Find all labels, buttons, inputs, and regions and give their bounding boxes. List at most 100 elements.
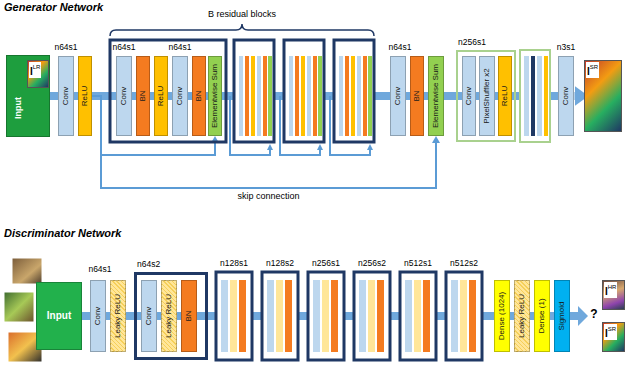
layer-stripe: [263, 56, 267, 136]
layer-stripe: [368, 280, 375, 352]
layer-stripe: [267, 280, 274, 352]
layer-stripe: [359, 280, 366, 352]
network-title: Generator Network: [4, 2, 103, 13]
layer-spec: n3s1: [557, 43, 575, 52]
layer-stripe: [357, 56, 361, 136]
layer-stripe: [405, 280, 412, 352]
leaky-relu-layer: Leaky ReLU: [110, 280, 126, 352]
layer-spec: n256s1: [312, 259, 340, 268]
layer-name: BN: [195, 90, 203, 101]
layer-stripe: [351, 56, 355, 136]
layer-stripe: [276, 280, 283, 352]
batchnorm-layer: BN: [181, 280, 197, 352]
layer-name: Input: [47, 311, 71, 321]
conv-block-copy: [400, 272, 436, 360]
layer-name: ReLU: [157, 86, 165, 106]
skip-line: [330, 96, 370, 155]
layer-stripe: [313, 280, 320, 352]
layer-stripe: [318, 56, 322, 136]
layer-name: ReLU: [501, 86, 509, 106]
layer-name: Leaky ReLU: [518, 294, 526, 338]
skip-line: [230, 96, 270, 155]
layer-stripe: [537, 56, 542, 136]
relu-layer: ReLU: [154, 56, 168, 136]
input-box: Input: [36, 282, 82, 350]
layer-name: Conv: [465, 87, 473, 106]
layer-name: Conv: [562, 87, 570, 106]
layer-name: Conv: [94, 307, 102, 326]
block-outline: [216, 272, 252, 360]
edge-label: skip connection: [235, 192, 301, 201]
relu-layer: ReLU: [78, 56, 92, 136]
layer-name: Conv: [62, 87, 70, 106]
conv-layer: Conv: [558, 56, 574, 136]
block-outline: [520, 50, 550, 142]
conv-layer: Conv: [462, 56, 476, 136]
layer-stripe: [531, 56, 535, 136]
image-superscript: SR: [590, 64, 598, 70]
layer-name: Input: [14, 97, 23, 119]
layer-name: Elementwise Sum: [211, 64, 219, 128]
layer-name: BN: [413, 90, 421, 101]
real-image: IHR: [602, 280, 625, 310]
layer-stripe: [289, 56, 293, 136]
image-superscript: HR: [608, 284, 617, 290]
conv-block-copy: [216, 272, 252, 360]
layer-stripe: [423, 280, 430, 352]
group-brace: [110, 24, 374, 36]
layer-stripe: [363, 56, 367, 136]
layer-stripe: [221, 280, 228, 352]
block-outline: [354, 272, 390, 360]
block-outline: [262, 272, 298, 360]
layer-spec: n64s2: [137, 260, 160, 269]
group-label: B residual blocks: [208, 10, 276, 19]
layer-name: Leaky ReLU: [114, 294, 122, 338]
layer-stripe: [524, 56, 529, 136]
image-symbol: I: [30, 66, 33, 77]
layer-stripe: [268, 56, 272, 136]
batchnorm-layer: BN: [192, 56, 206, 136]
conv-layer: Conv: [116, 56, 132, 136]
layer-spec: n512s2: [450, 259, 478, 268]
dense-layer: Dense (1): [534, 280, 550, 352]
residual-block-copy: [230, 40, 274, 155]
layer-spec: n128s2: [266, 259, 294, 268]
layer-stripe: [339, 56, 343, 136]
skip-arrowhead: [267, 144, 273, 150]
dense-layer: Dense (1024): [494, 280, 510, 352]
conv-layer: Conv: [141, 280, 157, 352]
layer-spec: n64s1: [54, 43, 77, 52]
residual-block-copy: [330, 40, 374, 155]
conv-layer: Conv: [58, 56, 74, 136]
skip-arrowhead: [367, 144, 373, 150]
layer-name: BN: [185, 310, 193, 321]
skip-arrowhead: [317, 144, 323, 150]
layer-stripe: [460, 280, 467, 352]
sigmoid-layer: Sigmoid: [554, 280, 570, 352]
layer-stripe: [257, 56, 261, 136]
text-patch: ISR: [586, 62, 599, 78]
input-image: ILR: [27, 60, 49, 88]
layer-stripe: [251, 56, 255, 136]
image-symbol: I: [605, 328, 608, 339]
layer-stripe: [285, 280, 292, 352]
layer-spec: n512s1: [404, 259, 432, 268]
conv-layer: Conv: [90, 280, 106, 352]
layer-stripe: [307, 56, 311, 136]
layer-name: PixelShuffler x2: [483, 68, 491, 123]
relu-layer: ReLU: [498, 56, 512, 136]
layer-name: Elementwise Sum: [432, 64, 440, 128]
input-photo: [4, 292, 34, 322]
layer-name: ReLU: [81, 86, 89, 106]
layer-stripe: [331, 280, 338, 352]
layer-name: Dense (1024): [498, 292, 506, 340]
input-box: Input ILR: [6, 55, 50, 137]
layer-stripe: [368, 56, 372, 136]
layer-stripe: [245, 56, 249, 136]
conv-block-copy: [308, 272, 344, 360]
input-photo: [12, 258, 42, 284]
network-title: Discriminator Network: [4, 228, 121, 239]
conv-layer: Conv: [390, 56, 406, 136]
layer-stripe: [414, 280, 421, 352]
